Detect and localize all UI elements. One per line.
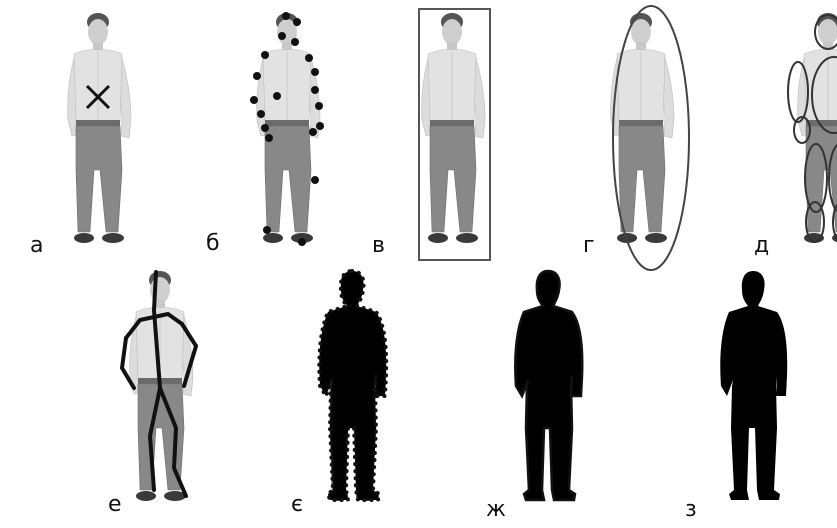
solid-contour bbox=[515, 271, 582, 500]
dotted-contour bbox=[319, 271, 386, 500]
panel-b-keypoints bbox=[250, 12, 324, 246]
black-silhouette bbox=[720, 271, 787, 500]
panel-label-v: в bbox=[372, 235, 385, 257]
panel-label-b: б bbox=[206, 233, 220, 255]
panel-z-silhouette bbox=[720, 271, 787, 500]
panel-d-part-ellipses bbox=[788, 13, 837, 243]
panel-label-h: г bbox=[583, 235, 595, 257]
person-figure bbox=[611, 13, 674, 243]
person-figure bbox=[68, 13, 131, 243]
panel-label-z: з bbox=[685, 499, 697, 521]
person-figure bbox=[422, 13, 485, 243]
panel-zh-solid-contour bbox=[515, 271, 582, 501]
panel-e-skeleton bbox=[122, 271, 196, 501]
panel-label-a: а bbox=[30, 235, 43, 257]
panel-h-ellipse bbox=[611, 6, 689, 270]
panel-label-e: е bbox=[108, 494, 122, 516]
panel-v-bounding-box bbox=[419, 9, 490, 260]
panel-label-d: д bbox=[754, 235, 769, 257]
panel-label-zh: ж bbox=[486, 499, 506, 521]
panel-label-ye: є bbox=[291, 494, 303, 516]
panel-ye-dotted-contour bbox=[319, 271, 386, 501]
panel-a-centroid bbox=[68, 13, 131, 243]
